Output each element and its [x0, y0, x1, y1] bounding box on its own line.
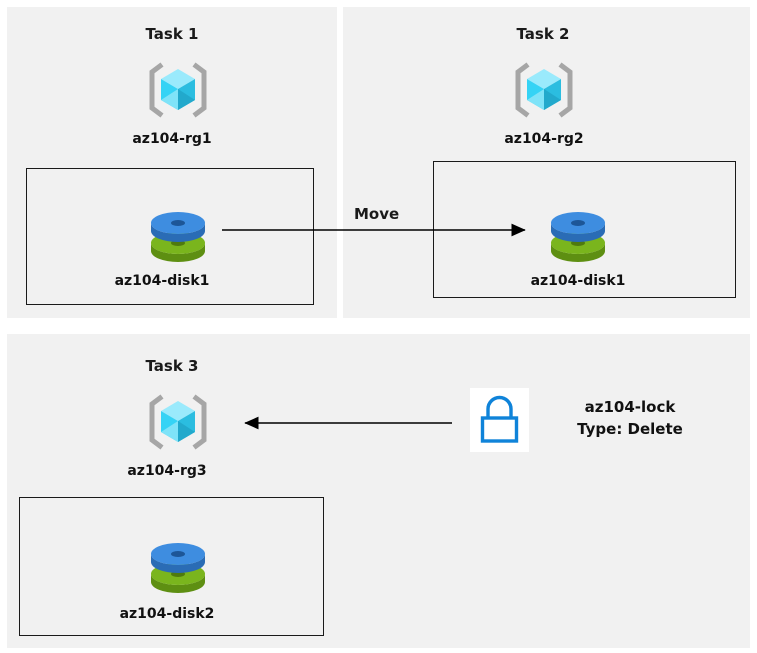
managed-disk-icon: [143, 203, 213, 265]
resource-group-label: az104-rg2: [504, 131, 584, 147]
task-2-title: Task 2: [516, 25, 570, 43]
lock-name-label: az104-lock: [584, 398, 676, 416]
resource-label: az104-disk2: [119, 606, 215, 622]
managed-disk-icon: [543, 203, 613, 265]
panel-task-3: Task 3 az104-rg3 az104-disk2: [7, 334, 750, 648]
lock-icon: [480, 395, 519, 443]
managed-disk-icon: [143, 534, 213, 596]
resource-label: az104-disk1: [530, 273, 626, 289]
move-arrow-label: Move: [354, 205, 400, 223]
resource-group-label: az104-rg3: [127, 463, 207, 479]
lock-type-label: Type: Delete: [577, 420, 683, 438]
resource-group-icon: [146, 394, 210, 450]
lock-card: [470, 388, 529, 452]
resource-group-icon: [146, 62, 210, 118]
panel-task-1: Task 1 az104-rg1 az104-disk1: [7, 7, 337, 318]
task-1-title: Task 1: [145, 25, 199, 43]
resource-group-label: az104-rg1: [132, 131, 212, 147]
task-3-title: Task 3: [145, 357, 199, 375]
resource-label: az104-disk1: [114, 273, 210, 289]
panel-task-2: Task 2 az104-rg2 az104-disk1: [343, 7, 750, 318]
resource-group-icon: [512, 62, 576, 118]
